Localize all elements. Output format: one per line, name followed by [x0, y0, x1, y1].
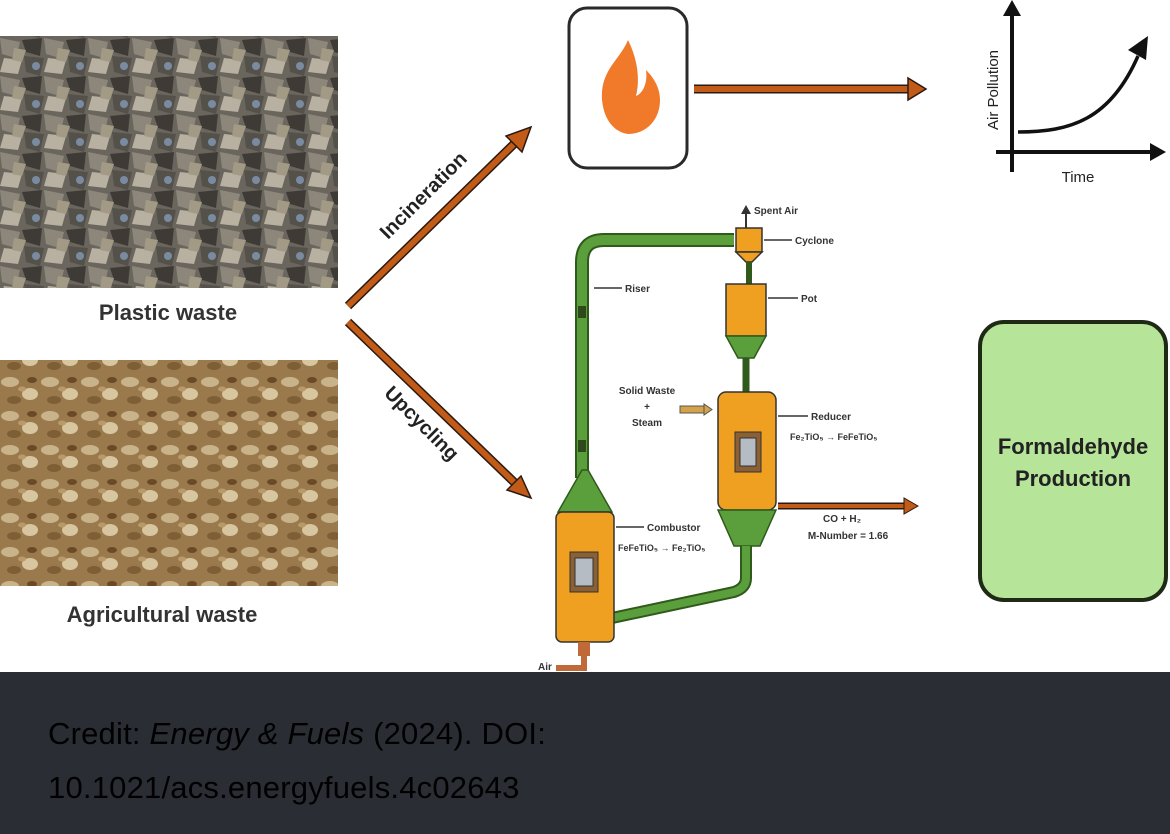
incineration-arrow — [344, 125, 533, 310]
credit-prefix: Credit: — [48, 716, 150, 751]
riser-pipe — [575, 233, 734, 478]
cyclone-label: Cyclone — [795, 236, 834, 247]
combustor-label: Combustor — [647, 523, 700, 534]
pollution-curve — [1017, 55, 1140, 134]
flame-icon — [601, 40, 660, 134]
spent-air-label: Spent Air — [754, 206, 798, 217]
riser-label: Riser — [625, 284, 650, 295]
steam-label: Steam — [632, 418, 662, 429]
product-gas-label: CO + H₂ — [823, 514, 861, 525]
plus-label: + — [644, 402, 650, 413]
journal-name: Energy & Fuels — [149, 716, 365, 751]
solid-waste-label: Solid Waste — [619, 386, 676, 397]
pollution-arrow — [694, 76, 928, 102]
reducer-label: Reducer — [811, 412, 851, 423]
cyclone-vessel — [735, 227, 763, 253]
credit-line: Credit: Energy & Fuels (2024). DOI: — [48, 716, 546, 752]
formaldehyde-box — [978, 320, 1168, 602]
pot-vessel — [725, 283, 767, 337]
figure-svg: Plastic waste Agricultural waste Inciner… — [0, 0, 1168, 672]
plastic-waste-photo — [0, 36, 338, 288]
m-number-label: M-Number = 1.66 — [808, 531, 889, 542]
reactor-diagram — [555, 205, 920, 671]
pot-label: Pot — [801, 294, 818, 305]
caption-bar — [0, 672, 1170, 834]
figure: Plastic waste Agricultural waste Inciner… — [0, 0, 1170, 672]
pollution-plot — [996, 0, 1166, 172]
plot-ylabel: Air Pollution — [985, 50, 1002, 130]
air-label: Air — [538, 662, 552, 672]
doi-text[interactable]: 10.1021/acs.energyfuels.4c02643 — [48, 770, 520, 805]
combustor-reaction: FeFeTiO₅ → Fe₂TiO₅ — [618, 543, 705, 553]
plot-xlabel: Time — [1062, 169, 1095, 186]
plastic-waste-label: Plastic waste — [99, 300, 237, 325]
reducer-reaction: Fe₂TiO₅ → FeFeTiO₅ — [790, 432, 877, 442]
agricultural-waste-label: Agricultural waste — [67, 602, 258, 627]
upcycling-arrow — [344, 318, 533, 500]
agricultural-waste-photo — [0, 360, 338, 586]
formaldehyde-line2: Production — [1015, 466, 1131, 491]
credit-year-doi: (2024). DOI: — [364, 716, 547, 751]
formaldehyde-line1: Formaldehyde — [998, 434, 1148, 459]
